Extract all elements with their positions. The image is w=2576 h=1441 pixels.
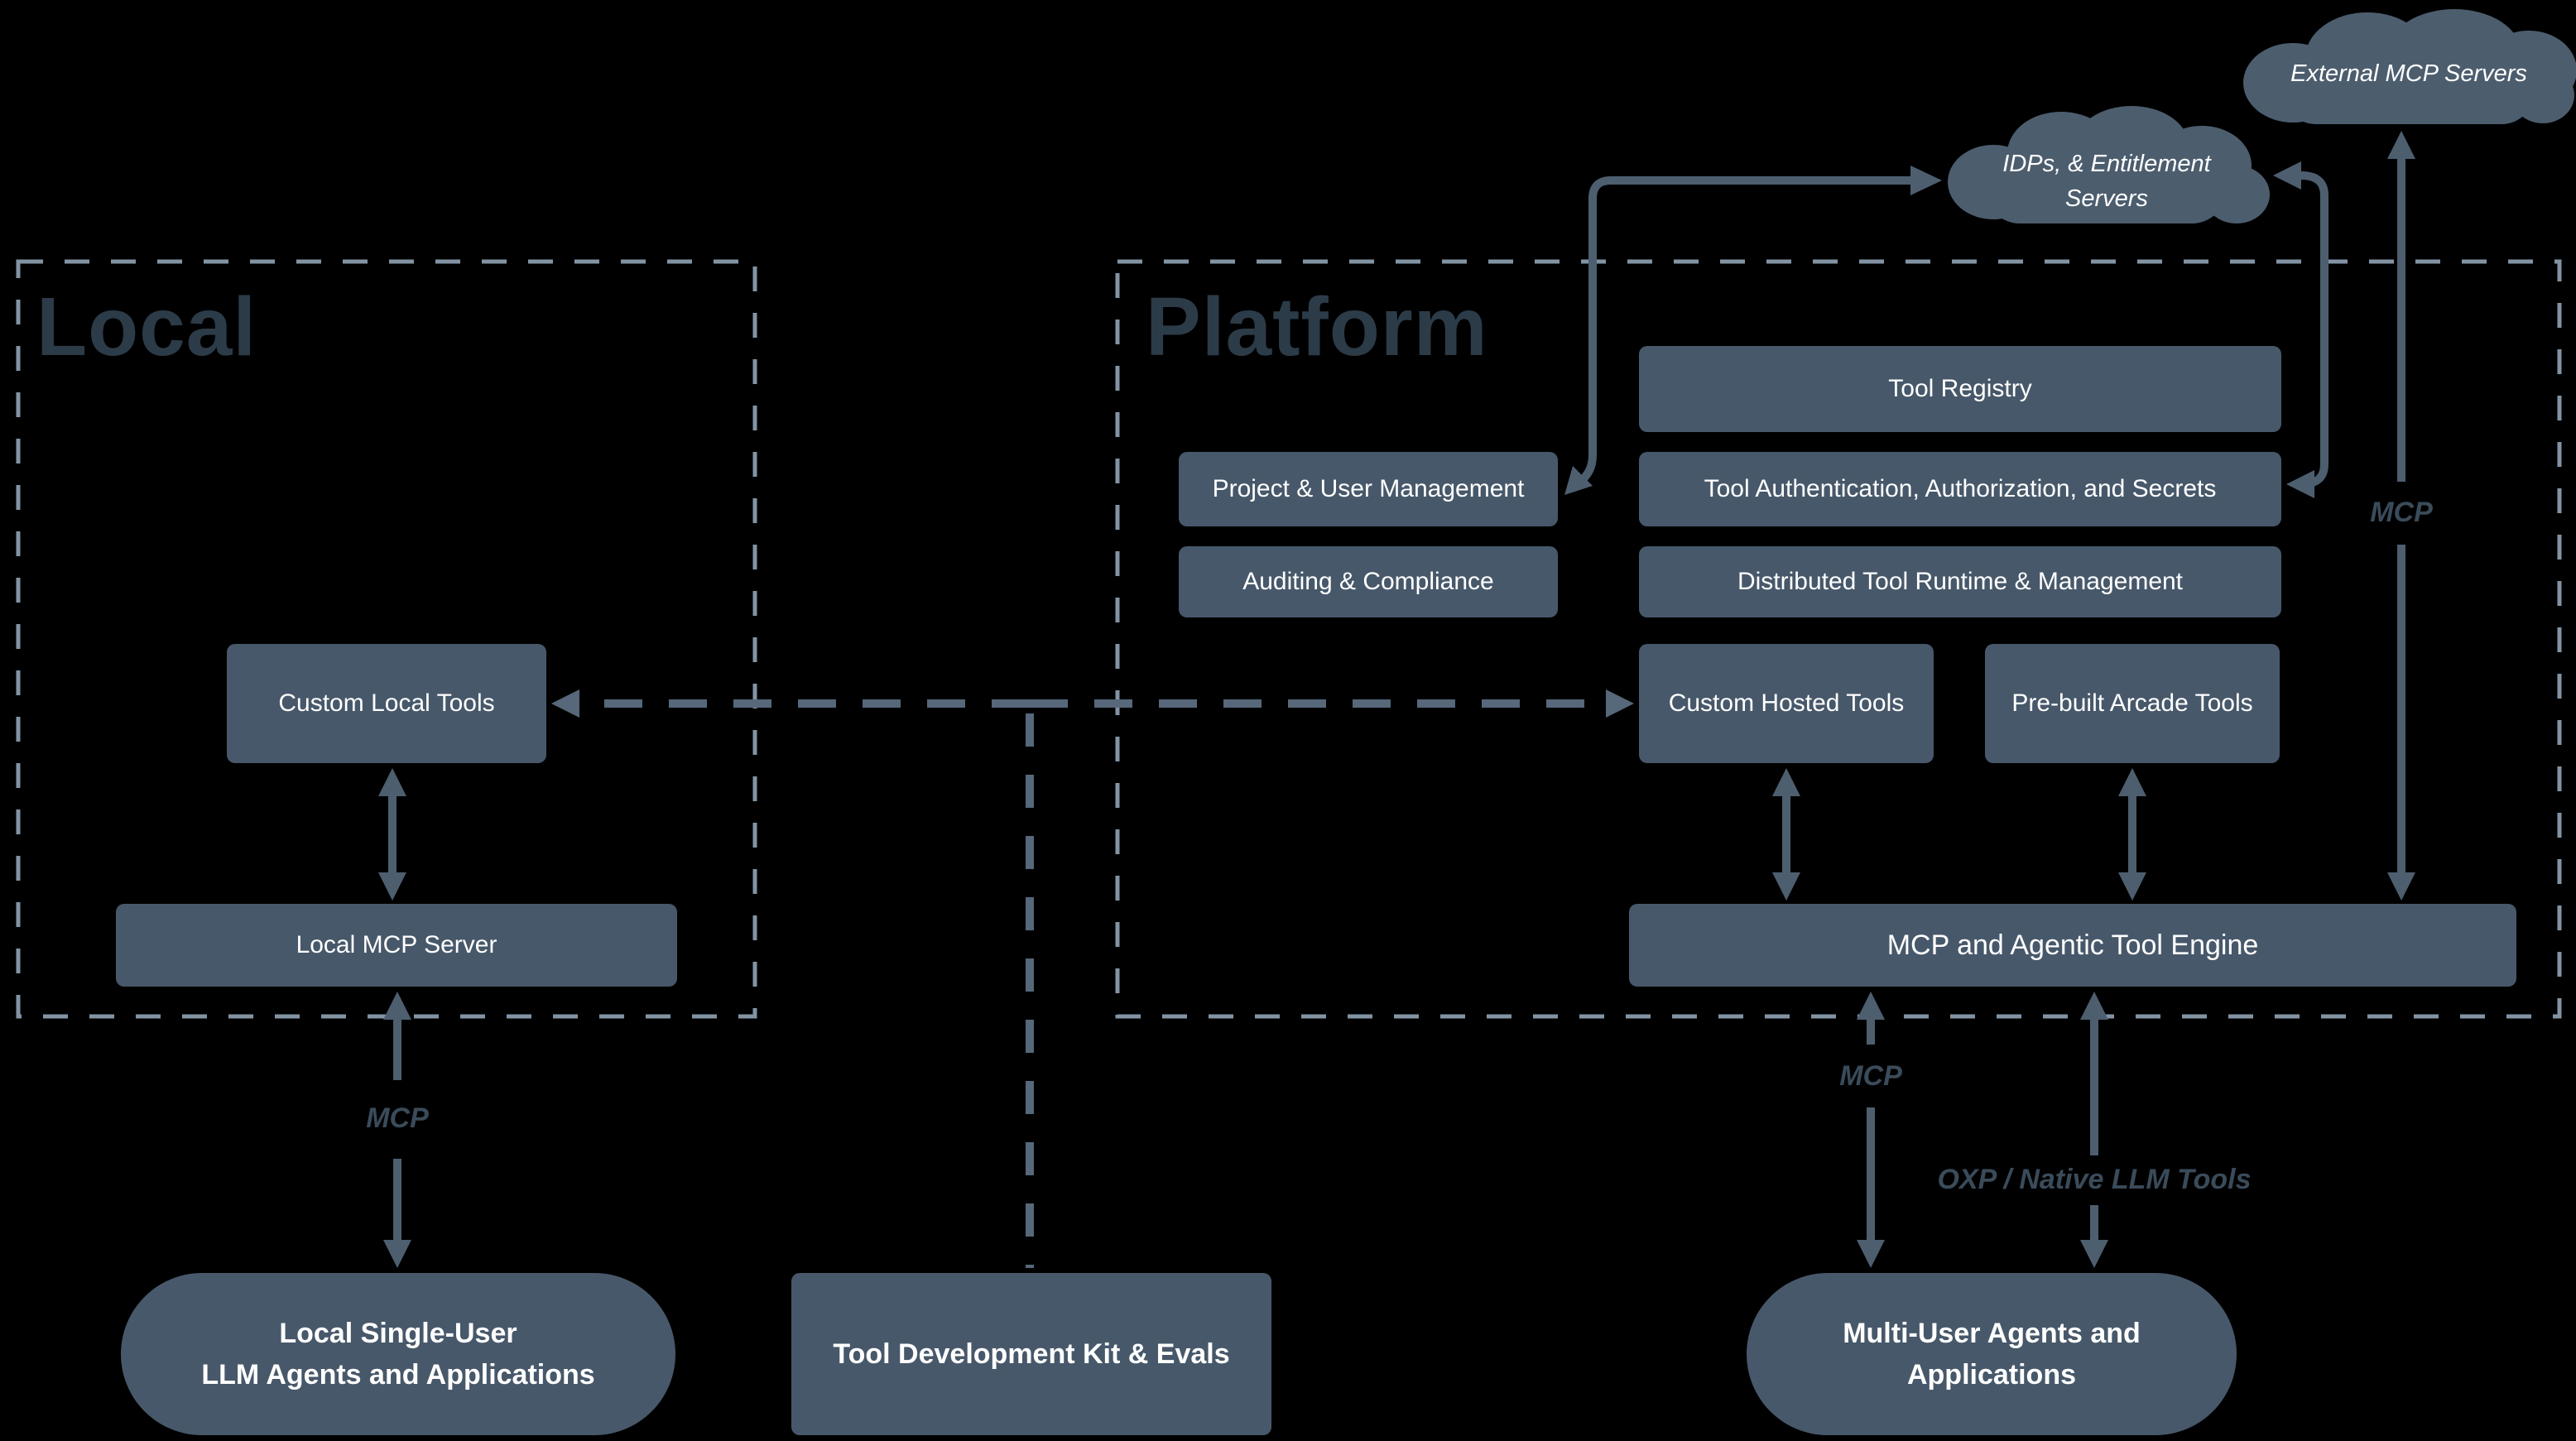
box-tool-registry: Tool Registry [1639, 346, 2281, 432]
box-tool-authentication: Tool Authentication, Authorization, and … [1639, 452, 2281, 526]
arrow-localmcp-agents [383, 992, 411, 1268]
arrow-projectuser-idp [1564, 166, 1942, 495]
external-mcp-servers-label: External MCP Servers [2290, 60, 2527, 87]
dashed-arrow-tools [551, 689, 1634, 718]
arrow-engine-multi-mcp [1857, 992, 1885, 1268]
local-section-title: Local [36, 281, 257, 373]
box-mcp-agentic-engine: MCP and Agentic Tool Engine [1629, 904, 2516, 987]
box-custom-local-tools: Custom Local Tools [227, 644, 546, 763]
box-tool-development-kit: Tool Development Kit & Evals [791, 1273, 1271, 1435]
box-auditing-compliance: Auditing & Compliance [1179, 546, 1558, 617]
box-prebuilt-arcade-tools: Pre-built Arcade Tools [1985, 644, 2280, 763]
idp-entitlement-label: IDPs, & Entitlement Servers [1970, 147, 2243, 216]
label-mcp-local: MCP [366, 1102, 429, 1134]
box-custom-hosted-tools: Custom Hosted Tools [1639, 644, 1934, 763]
box-project-user-management: Project & User Management [1179, 452, 1558, 526]
arrow-engine-external [2387, 131, 2415, 901]
arrow-hosted-engine [1772, 768, 1800, 901]
platform-section-title: Platform [1146, 281, 1488, 373]
pill-local-line2: LLM Agents and Applications [201, 1359, 595, 1391]
idp-label-line1: IDPs, & Entitlement [2002, 151, 2211, 177]
arrow-customlocal-localmcp [378, 768, 406, 901]
platform-section-border [1115, 259, 2562, 1019]
arrow-toolauth-idp [2273, 161, 2328, 498]
arrow-prebuilt-engine [2118, 768, 2146, 901]
pill-local-single-user-agents: Local Single-User LLM Agents and Applica… [121, 1273, 675, 1435]
arrow-engine-multi-oxp [2080, 992, 2108, 1268]
label-oxp-native-llm-tools: OXP / Native LLM Tools [1937, 1164, 2252, 1195]
label-mcp-external: MCP [2370, 497, 2433, 528]
pill-multi-line2: Applications [1906, 1359, 2077, 1391]
pill-local-line1: Local Single-User [279, 1318, 517, 1349]
idp-entitlement-cloud [1948, 106, 2270, 223]
pill-multi-user-agents: Multi-User Agents and Applications [1747, 1273, 2237, 1435]
label-mcp-multi: MCP [1839, 1060, 1902, 1092]
pill-multi-line1: Multi-User Agents and [1843, 1318, 2141, 1349]
external-mcp-servers-cloud [2243, 9, 2576, 124]
box-distributed-runtime: Distributed Tool Runtime & Management [1639, 546, 2281, 617]
idp-label-line2: Servers [2065, 185, 2148, 212]
box-local-mcp-server: Local MCP Server [116, 904, 677, 987]
